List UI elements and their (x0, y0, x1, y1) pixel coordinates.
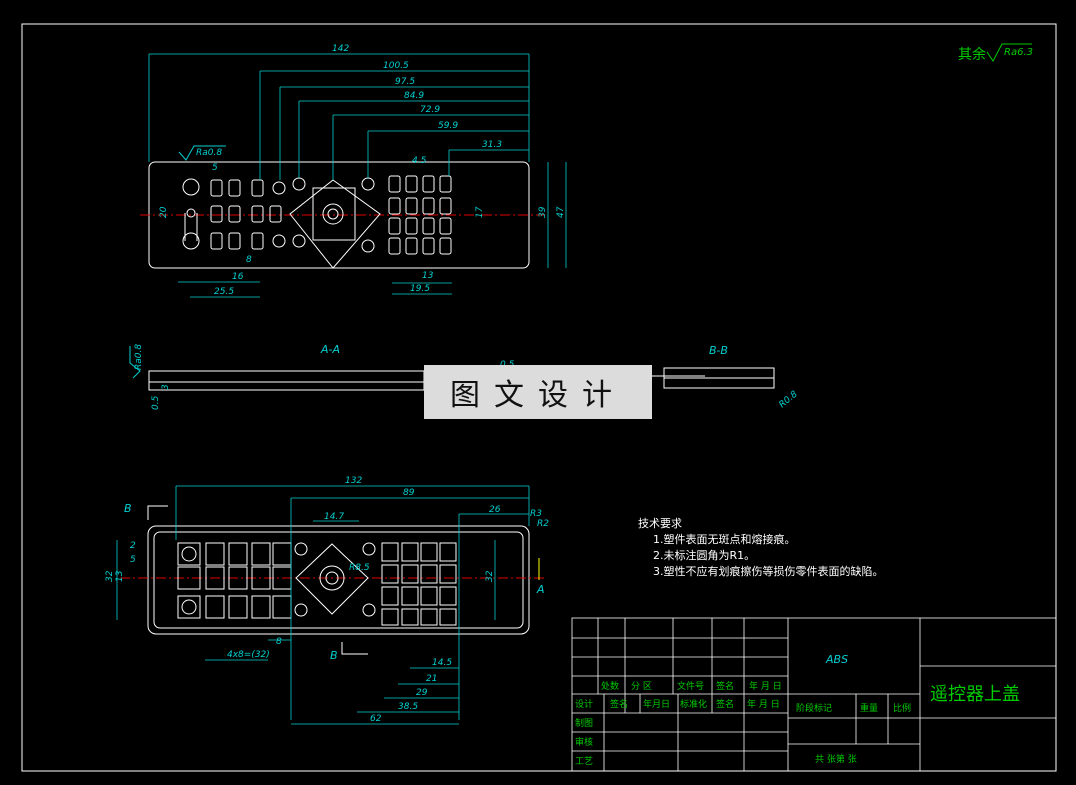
section-bb-dim: R0.8 (778, 389, 800, 410)
bottom-right-cells (381, 542, 457, 626)
bottom-dim-5: 5 (130, 555, 136, 565)
title-block (571, 617, 1057, 772)
roughness-default-label: 其余 (958, 46, 986, 63)
bottom-dim-32-left: 32 (105, 570, 115, 582)
bottom-dim-89: 89 (403, 488, 415, 498)
dim-142: 142 (332, 44, 349, 54)
roughness-default-value: Ra6.3 (1004, 47, 1033, 58)
tb-r2-4: 签名 (716, 698, 734, 710)
cut-b-bottom: B (330, 649, 338, 662)
note-1: 1.塑件表面无斑点和熔接痕。 (653, 532, 796, 546)
section-bb-label: B-B (709, 344, 728, 357)
bottom-dim-14-5: 14.5 (432, 658, 452, 668)
top-view (140, 161, 545, 269)
bottom-dim-8: 8 (276, 637, 282, 647)
tb-r2-5: 年 月 日 (747, 698, 780, 710)
dim-17: 17 (475, 206, 485, 218)
roughness-aa-icon (129, 346, 141, 379)
bottom-left-cells (177, 542, 292, 619)
tb-r2-2: 年月日 (643, 698, 670, 710)
left-key-grid (210, 179, 282, 250)
bottom-dim-38-5: 38.5 (398, 702, 418, 712)
bottom-dim-62: 62 (370, 714, 382, 724)
tb-h-2: 文件号 (677, 680, 704, 692)
material-label: ABS (825, 653, 848, 666)
dim-47: 47 (556, 206, 566, 218)
tb-row-label-2: 工艺 (575, 756, 593, 767)
dim-100-5: 100.5 (383, 61, 409, 71)
part-name: 遥控器上盖 (930, 684, 1020, 705)
roughness-top-icon (178, 145, 226, 161)
dim-59-9: 59.9 (438, 121, 458, 131)
tb-row-label-1: 审核 (575, 736, 593, 748)
tb-h-0: 处数 (601, 680, 619, 692)
bottom-dim-r3: R3 (530, 509, 542, 519)
cut-a-right: A (536, 583, 545, 596)
roughness-symbol-icon (986, 43, 1032, 62)
notes-title: 技术要求 (638, 517, 682, 530)
tb-row-label-0: 制图 (575, 717, 593, 729)
tb-stage-2: 比例 (893, 702, 911, 714)
tb-r2-3: 标准化 (680, 698, 707, 710)
dim-5: 5 (212, 163, 218, 173)
section-aa-dim-left: 0.5 (151, 395, 161, 410)
bottom-nav-pad (295, 543, 369, 615)
hole-left-top (182, 178, 200, 196)
bottom-dim-14-7: 14.7 (324, 512, 344, 522)
tb-r2-1: 签名 (610, 698, 628, 710)
bottom-dim-26: 26 (489, 505, 501, 515)
bottom-dim-132: 132 (345, 476, 362, 486)
bottom-dim-32-right: 32 (485, 570, 495, 582)
cut-arrow-b-bottom (341, 642, 368, 655)
cut-arrow-b-top (147, 505, 168, 520)
dim-25-5: 25.5 (214, 287, 234, 297)
right-key-grid (388, 175, 452, 255)
roughness-top-value: Ra0.8 (196, 148, 222, 158)
roughness-aa-value: Ra0.8 (134, 344, 144, 370)
bottom-dim-21: 21 (426, 674, 437, 684)
dim-20: 20 (159, 206, 169, 218)
dim-39: 39 (538, 206, 548, 218)
top-view-dimensions (148, 53, 567, 298)
dim-19-5: 19.5 (410, 284, 430, 294)
watermark: 图文设计 (424, 365, 652, 419)
tb-h-4: 年 月 日 (749, 680, 782, 692)
bottom-dim-29: 29 (416, 688, 428, 698)
dim-84-9: 84.9 (404, 91, 424, 101)
section-bb (663, 367, 775, 389)
tb-stage-0: 阶段标记 (796, 702, 832, 714)
dim-16: 16 (232, 272, 244, 282)
note-3: 3.塑性不应有划痕擦伤等损伤零件表面的缺陷。 (653, 564, 884, 578)
nav-pad-diamond (289, 179, 381, 269)
bottom-dim-4x8: 4x8=(32) (227, 650, 270, 660)
tb-r2-0: 设计 (575, 698, 593, 710)
dim-8: 8 (246, 255, 252, 265)
section-aa-label: A-A (320, 343, 340, 356)
dim-31-3: 31.3 (482, 140, 502, 150)
tb-h-1: 分 区 (631, 681, 652, 692)
hole-left-mid (186, 208, 196, 218)
nav-pad-center (322, 203, 344, 225)
bottom-dim-13: 13 (115, 570, 125, 582)
bottom-dim-2: 2 (130, 541, 136, 551)
drawing-frame (21, 23, 1057, 772)
section-aa-dim-left2: 3 (161, 384, 171, 390)
bottom-dim-r2: R2 (537, 519, 549, 529)
bottom-view-dimensions (116, 485, 530, 725)
bottom-view (120, 525, 545, 635)
cut-b-top: B (124, 502, 132, 515)
note-2: 2.未标注圆角为R1。 (653, 548, 755, 562)
dim-97-5: 97.5 (395, 77, 415, 87)
bottom-dim-r8-5: R8.5 (349, 563, 370, 573)
hole-left-bot (182, 232, 200, 250)
dim-72-9: 72.9 (420, 105, 440, 115)
tb-h-3: 签名 (716, 680, 734, 692)
dim-4-5: 4.5 (412, 156, 427, 166)
tb-stage-1: 重量 (860, 702, 878, 714)
tb-sheets: 共 张第 张 (815, 753, 857, 765)
dim-13: 13 (422, 271, 434, 281)
